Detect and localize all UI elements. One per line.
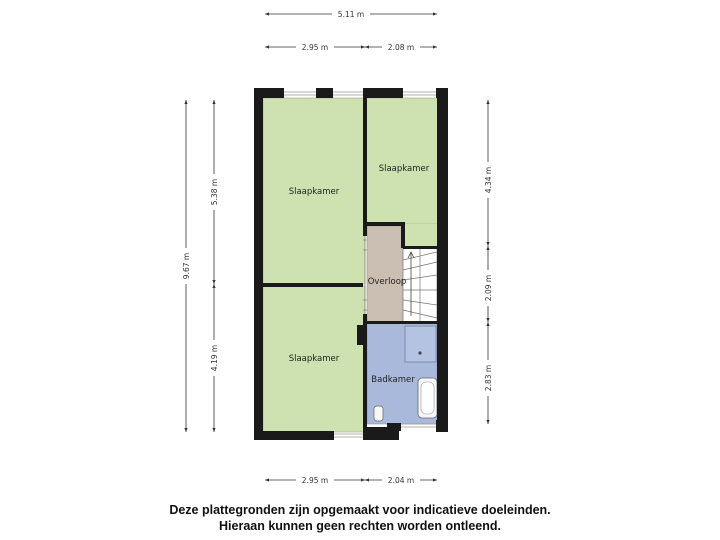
label-bedroom-top-right: Slaapkamer <box>379 164 430 174</box>
shower <box>404 325 437 363</box>
dim-left-total: 9.67 m <box>182 253 191 279</box>
room-labels: Slaapkamer Slaapkamer Overloop Slaapkame… <box>289 164 430 385</box>
doors <box>363 236 367 314</box>
staircase <box>402 247 438 324</box>
bathroom-fixtures <box>373 325 438 422</box>
toilet <box>373 405 384 422</box>
dim-right-upper: 4.34 m <box>484 167 493 193</box>
label-bedroom-top-left: Slaapkamer <box>289 187 340 197</box>
dim-top-right: 2.08 m <box>388 43 414 52</box>
dim-left-lower: 4.19 m <box>210 345 219 371</box>
disclaimer-line-1: Deze plattegronden zijn opgemaakt voor i… <box>169 503 551 517</box>
label-bedroom-bottom-left: Slaapkamer <box>289 354 340 364</box>
dimension-labels: 5.11 m 2.95 m 2.08 m 9.67 m 5.38 m 4.19 … <box>180 8 494 486</box>
dim-bottom-right: 2.04 m <box>388 476 414 485</box>
dim-right-middle: 2.09 m <box>484 275 493 301</box>
label-landing: Overloop <box>368 277 407 287</box>
disclaimer-line-2: Hieraan kunnen geen rechten worden ontle… <box>219 519 501 533</box>
room-landing <box>366 225 404 324</box>
dim-right-lower: 2.83 m <box>484 365 493 391</box>
dim-top-total: 5.11 m <box>338 10 364 19</box>
room-bedroom-top-right <box>364 97 440 225</box>
dim-left-upper: 5.38 m <box>210 179 219 205</box>
room-bedroom-right-extension <box>403 224 439 248</box>
room-bedroom-bottom-left <box>262 285 366 433</box>
label-bathroom: Badkamer <box>371 375 415 385</box>
dim-bottom-left: 2.95 m <box>302 476 328 485</box>
dim-top-left: 2.95 m <box>302 43 328 52</box>
windows <box>284 91 436 438</box>
walls <box>254 88 448 440</box>
room-bedroom-top-left <box>262 97 366 285</box>
